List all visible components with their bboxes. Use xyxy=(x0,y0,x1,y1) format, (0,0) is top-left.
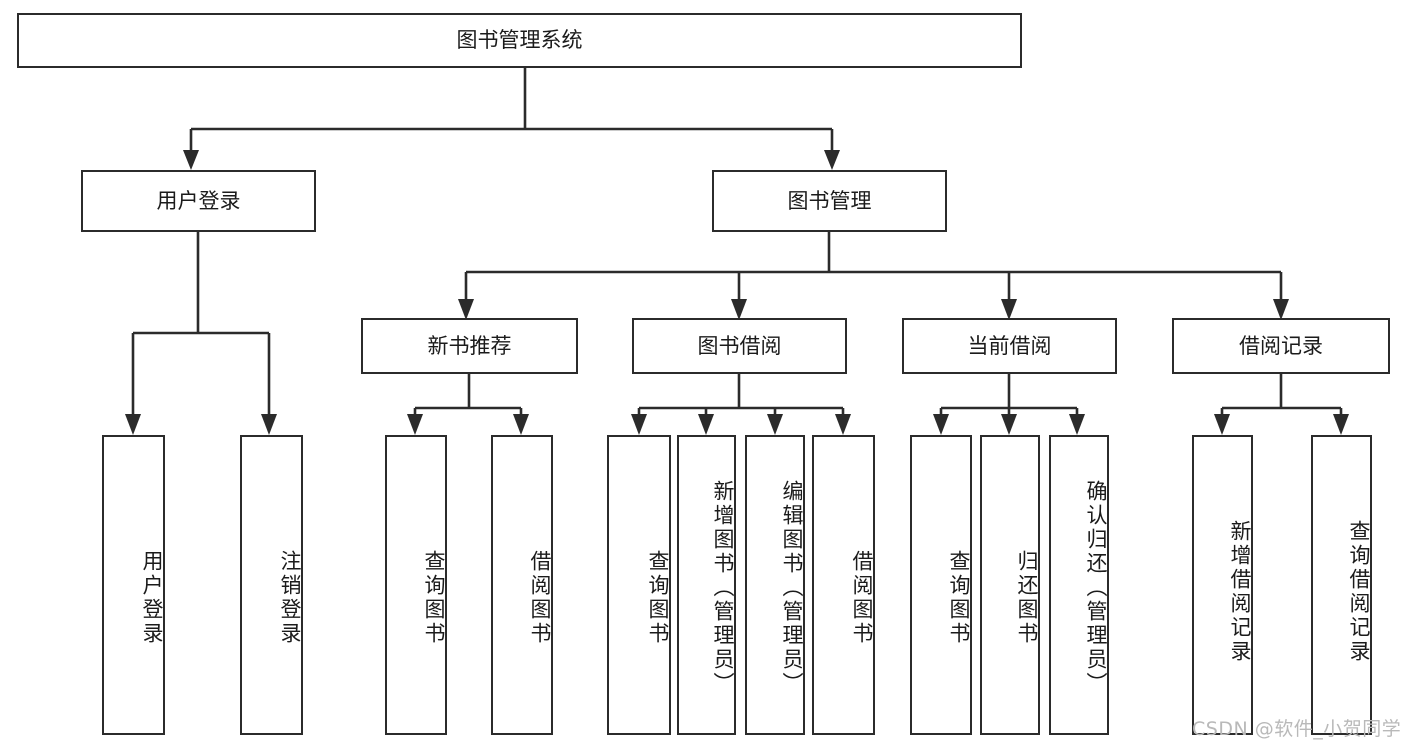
node-label: 查询图书 xyxy=(646,550,670,646)
node-user-login[interactable]: 用户登录 xyxy=(81,170,316,232)
node-label: 借阅记录 xyxy=(1239,333,1323,358)
leaf-borrow-add-book-admin[interactable]: 新增图书（管理员） xyxy=(677,435,736,735)
node-label: 借阅图书 xyxy=(850,550,874,646)
node-borrow-record[interactable]: 借阅记录 xyxy=(1172,318,1390,374)
leaf-user-login-logout[interactable]: 注销登录 xyxy=(240,435,303,735)
node-book-borrow[interactable]: 图书借阅 xyxy=(632,318,847,374)
node-label: 查询图书 xyxy=(947,550,971,646)
node-label: 确认归还（管理员） xyxy=(1084,480,1108,696)
leaf-new-book-query[interactable]: 查询图书 xyxy=(385,435,447,735)
leaf-borrow-borrow-book[interactable]: 借阅图书 xyxy=(812,435,875,735)
node-label: 借阅图书 xyxy=(528,550,552,646)
leaf-current-return-book[interactable]: 归还图书 xyxy=(980,435,1040,735)
node-new-book-recommend[interactable]: 新书推荐 xyxy=(361,318,578,374)
node-label: 图书管理 xyxy=(787,188,872,213)
leaf-user-login-login[interactable]: 用户登录 xyxy=(102,435,165,735)
node-label: 新书推荐 xyxy=(427,333,512,358)
node-label: 用户登录 xyxy=(156,188,241,213)
node-current-borrow[interactable]: 当前借阅 xyxy=(902,318,1117,374)
node-label: 新增图书（管理员） xyxy=(711,480,735,696)
leaf-new-book-borrow[interactable]: 借阅图书 xyxy=(491,435,553,735)
watermark-text: CSDN @软件_小贺同学 xyxy=(1192,718,1402,740)
node-label: 当前借阅 xyxy=(967,333,1052,358)
node-label: 用户登录 xyxy=(140,550,164,646)
leaf-record-query-record[interactable]: 查询借阅记录 xyxy=(1311,435,1372,735)
node-label: 图书借阅 xyxy=(697,333,782,358)
node-label: 新增借阅记录 xyxy=(1228,520,1252,664)
node-label: 注销登录 xyxy=(278,550,302,646)
leaf-borrow-query-book[interactable]: 查询图书 xyxy=(607,435,671,735)
node-root-book-management-system[interactable]: 图书管理系统 xyxy=(17,13,1022,68)
leaf-record-add-record[interactable]: 新增借阅记录 xyxy=(1192,435,1253,735)
node-label: 图书管理系统 xyxy=(456,28,583,53)
node-label: 编辑图书（管理员） xyxy=(780,480,804,696)
leaf-current-query-book[interactable]: 查询图书 xyxy=(910,435,972,735)
node-label: 归还图书 xyxy=(1015,550,1039,646)
leaf-current-confirm-return-admin[interactable]: 确认归还（管理员） xyxy=(1049,435,1109,735)
node-book-management[interactable]: 图书管理 xyxy=(712,170,947,232)
node-label: 查询图书 xyxy=(422,550,446,646)
leaf-borrow-edit-book-admin[interactable]: 编辑图书（管理员） xyxy=(745,435,805,735)
node-label: 查询借阅记录 xyxy=(1347,520,1371,664)
